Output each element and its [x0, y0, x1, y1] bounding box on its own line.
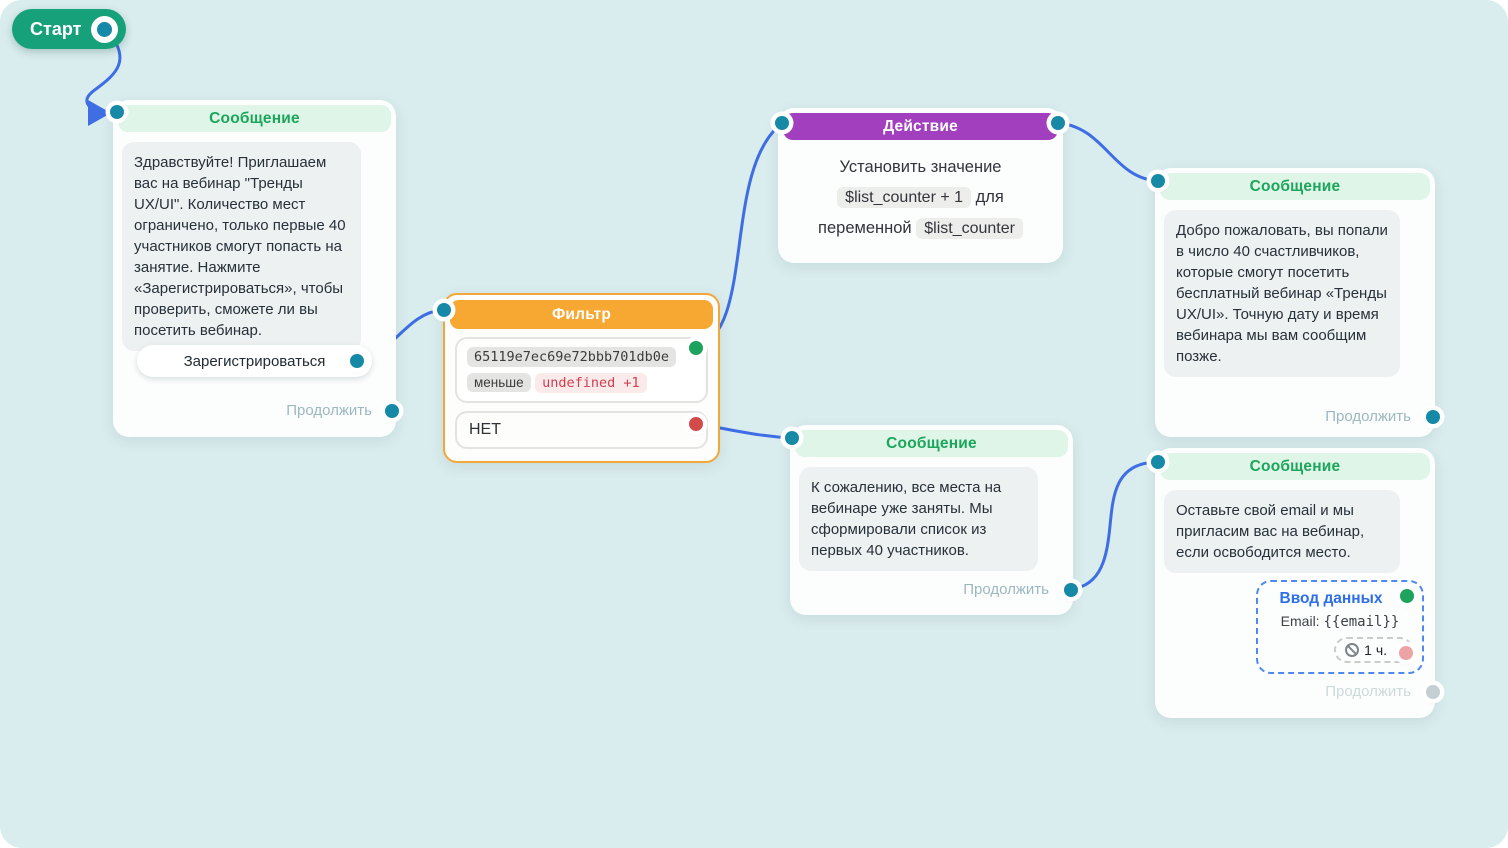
action-output-port[interactable] — [1051, 116, 1065, 130]
filter-header: Фильтр — [450, 300, 713, 329]
filter-else-branch[interactable]: НЕТ — [455, 411, 708, 449]
message4-input-port[interactable] — [1151, 455, 1165, 469]
connector-action-to-message2[interactable] — [1057, 121, 1158, 183]
start-output-port[interactable] — [91, 15, 119, 43]
connector-message3-to-message4[interactable] — [1070, 460, 1157, 591]
email-field-label: Email: — [1280, 613, 1320, 629]
message4-continue-port — [1426, 685, 1440, 699]
message3-input-port[interactable] — [785, 431, 799, 445]
message3-body[interactable]: К сожалению, все места на вебинаре уже з… — [799, 467, 1038, 571]
port-dot-icon — [97, 21, 113, 37]
filter-yes-port[interactable] — [689, 341, 703, 355]
message4-header: Сообщение — [1160, 453, 1430, 480]
filter-condition[interactable]: 65119e7ec69e72bbb701db0e меньше undefine… — [455, 337, 708, 403]
action-text-line1: Установить значение — [839, 158, 1002, 176]
filter-type-label: Фильтр — [551, 305, 612, 323]
message2-continue-port[interactable] — [1426, 410, 1440, 424]
message4-node[interactable]: Сообщение Оставьте свой email и мы пригл… — [1155, 448, 1435, 718]
start-node[interactable]: Старт — [12, 9, 127, 49]
message4-type-label: Сообщение — [1249, 457, 1341, 475]
action-type-label: Действие — [883, 117, 958, 135]
action-node[interactable]: Действие Установить значение $list_count… — [778, 108, 1063, 263]
message1-node[interactable]: Сообщение Здравствуйте! Приглашаем вас н… — [113, 100, 396, 437]
action-text-for: для — [975, 188, 1004, 206]
message4-continue-label: Продолжить — [1325, 683, 1411, 700]
message2-header: Сообщение — [1160, 173, 1430, 200]
email-field-variable: {{email}} — [1323, 614, 1400, 630]
filter-input-port[interactable] — [437, 303, 451, 317]
message3-node[interactable]: Сообщение К сожалению, все места на веби… — [790, 425, 1073, 615]
action-header: Действие — [783, 113, 1058, 140]
timeout-chip[interactable]: 1 ч. — [1334, 637, 1413, 663]
filter-no-label: НЕТ — [469, 421, 501, 438]
filter-no-port[interactable] — [689, 417, 703, 431]
message1-header: Сообщение — [118, 105, 391, 132]
message1-input-port[interactable] — [110, 105, 124, 119]
data-input-field: Email: {{email}} — [1267, 613, 1413, 630]
filter-variable-id: 65119e7ec69e72bbb701db0e — [467, 347, 677, 367]
data-input-port[interactable] — [1400, 589, 1414, 603]
message2-input-port[interactable] — [1151, 174, 1165, 188]
register-button-port[interactable] — [350, 354, 364, 368]
filter-value: undefined +1 — [535, 373, 647, 393]
data-input-title: Ввод данных — [1279, 590, 1383, 607]
timeout-port[interactable] — [1399, 646, 1413, 660]
action-value-chip: $list_counter + 1 — [837, 187, 972, 208]
message1-continue-label[interactable]: Продолжить — [286, 402, 372, 419]
message2-body[interactable]: Добро пожаловать, вы попали в число 40 с… — [1164, 210, 1400, 377]
message2-node[interactable]: Сообщение Добро пожаловать, вы попали в … — [1155, 168, 1435, 437]
message2-continue-label[interactable]: Продолжить — [1325, 408, 1411, 425]
data-input-block[interactable]: Ввод данных Email: {{email}} 1 ч. — [1256, 580, 1424, 674]
register-button-label: Зарегистрироваться — [183, 352, 326, 370]
message3-type-label: Сообщение — [886, 434, 977, 452]
action-variable-chip: $list_counter — [916, 218, 1023, 239]
prohibition-icon — [1344, 642, 1360, 658]
filter-node[interactable]: Фильтр 65119e7ec69e72bbb701db0e меньше u… — [443, 293, 720, 463]
message4-body[interactable]: Оставьте свой email и мы пригласим вас н… — [1164, 490, 1400, 573]
action-body[interactable]: Установить значение $list_counter + 1 дл… — [778, 152, 1063, 244]
message1-body[interactable]: Здравствуйте! Приглашаем вас на вебинар … — [122, 142, 361, 351]
message1-continue-port[interactable] — [385, 404, 399, 418]
message3-continue-label[interactable]: Продолжить — [963, 581, 1049, 598]
message3-header: Сообщение — [795, 430, 1068, 457]
action-text-variable: переменной — [818, 219, 912, 237]
start-label: Старт — [30, 18, 82, 39]
register-button[interactable]: Зарегистрироваться — [137, 345, 372, 377]
message1-type-label: Сообщение — [209, 109, 300, 127]
filter-operator: меньше — [467, 373, 531, 392]
action-input-port[interactable] — [775, 116, 789, 130]
connector-start-to-message1[interactable] — [85, 33, 122, 108]
message3-continue-port[interactable] — [1064, 583, 1078, 597]
arrowhead-icon — [88, 100, 111, 126]
timeout-label: 1 ч. — [1364, 642, 1387, 658]
message2-type-label: Сообщение — [1249, 177, 1341, 195]
